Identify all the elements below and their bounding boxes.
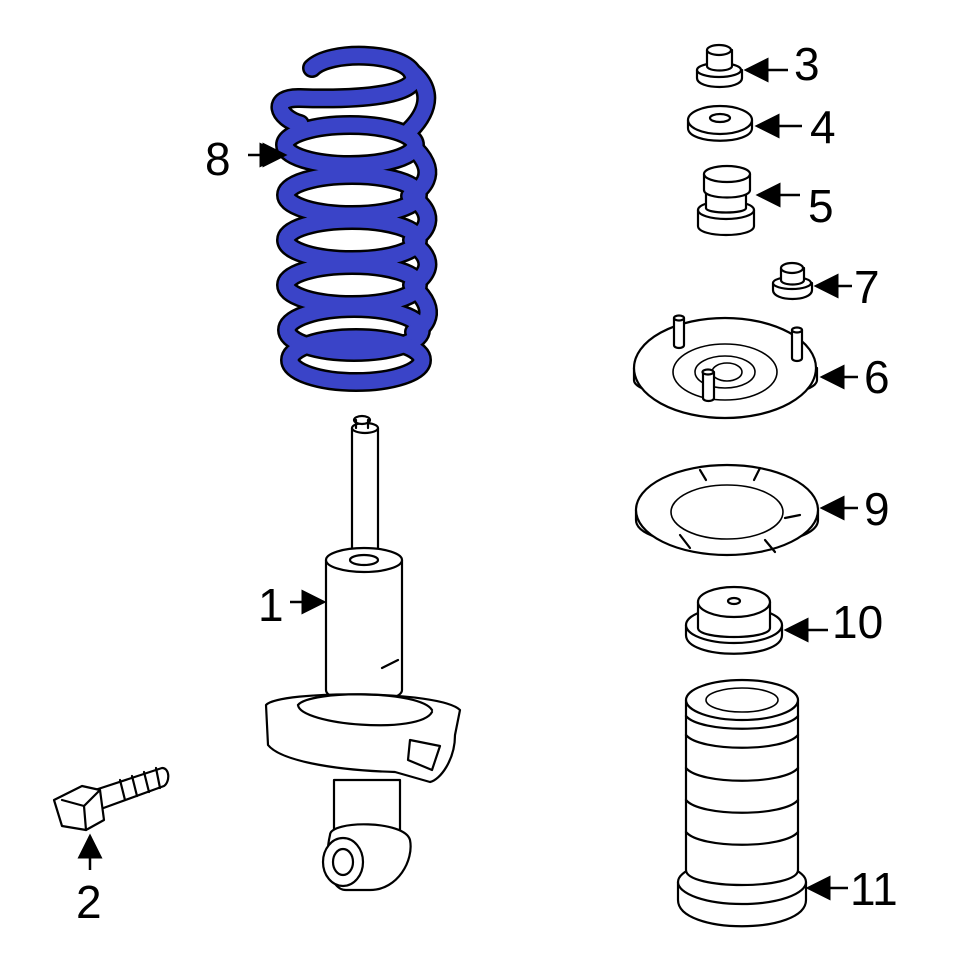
callout-4: 4 [810,101,836,153]
dust-boot-part-11[interactable] [676,678,808,928]
callout-11: 11 [850,863,898,915]
upper-mount-part-6[interactable] [632,314,819,420]
bump-cap-part-10[interactable] [684,585,784,655]
callout-9: 9 [864,483,890,535]
nut-part-7[interactable] [771,261,814,301]
coil-spring[interactable] [270,45,438,392]
cap-part-3[interactable] [695,43,744,88]
callout-labels: 8 1 2 3 4 5 7 6 9 10 11 [76,38,898,928]
strut-assembly[interactable] [264,414,462,892]
callout-1: 1 [258,579,284,631]
callout-2: 2 [76,876,102,928]
washer-part-4[interactable] [686,104,754,142]
callout-6: 6 [864,351,890,403]
spring-seat-part-9[interactable] [634,463,820,557]
bolt[interactable] [52,766,170,832]
callout-8: 8 [205,133,231,185]
callout-3: 3 [794,38,820,90]
callout-arrows [77,57,858,901]
callout-7: 7 [854,261,880,313]
callout-5: 5 [808,180,834,232]
callout-10: 10 [832,596,883,648]
bushing-part-5[interactable] [696,164,756,236]
